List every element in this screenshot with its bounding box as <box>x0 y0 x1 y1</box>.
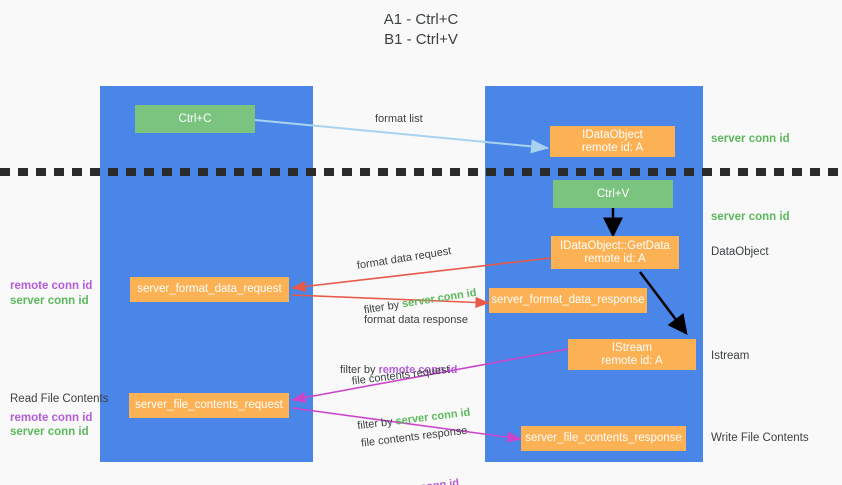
box-server-format-data-request-label: server_format_data_request <box>137 283 282 295</box>
box-server-format-data-response-label: server_format_data_response <box>491 294 645 306</box>
title-line-2: B1 - Ctrl+V <box>384 31 458 48</box>
left-label-remote-conn-id-1: remote conn id <box>10 280 93 292</box>
box-ctrl-v-label: Ctrl+V <box>596 187 630 200</box>
right-label-istream: Istream <box>711 350 750 362</box>
box-getdata-line1: IDataObject::GetData <box>560 239 670 252</box>
box-istream-line1: IStream <box>611 341 653 354</box>
filter-value: remote conn id <box>380 477 460 485</box>
box-istream-line2: remote id: A <box>601 354 663 367</box>
edge-label-format-data-response-text: format data response <box>364 314 468 326</box>
box-idataobject-line2: remote id: A <box>581 141 644 154</box>
filter-value: remote conn id <box>378 364 458 376</box>
right-label-dataobject: DataObject <box>711 246 769 258</box>
box-server-file-contents-request[interactable]: server_file_contents_request <box>129 393 289 418</box>
left-label-server-conn-id-2: server conn id <box>10 426 89 438</box>
title-line-1: A1 - Ctrl+C <box>383 11 459 28</box>
box-ctrl-v[interactable]: Ctrl+V <box>553 180 673 208</box>
box-getdata-line2: remote id: A <box>584 252 646 265</box>
edge-label-format-data-request-text: format data request <box>356 245 453 272</box>
edge-label-format-list: format list <box>375 113 423 125</box>
edge-label-file-contents-response: file contents response filter by remote … <box>357 394 479 485</box>
left-label-read-file-contents: Read File Contents <box>10 393 109 405</box>
filter-prefix: filter by <box>340 364 379 376</box>
edge-label-file-contents-response-text: file contents response <box>360 424 469 450</box>
box-ctrl-c[interactable]: Ctrl+C <box>135 105 255 133</box>
box-istream[interactable]: IStream remote id: A <box>568 339 696 370</box>
right-label-write-file-contents: Write File Contents <box>711 432 809 444</box>
box-idataobject-getdata[interactable]: IDataObject::GetData remote id: A <box>551 236 679 269</box>
divider-dashed-line <box>0 168 842 176</box>
box-server-file-contents-response-label: server_file_contents_response <box>525 432 682 444</box>
edge-label-format-data-response: format data response filter by remote co… <box>340 283 468 408</box>
box-server-file-contents-request-label: server_file_contents_request <box>135 399 283 411</box>
box-ctrl-c-label: Ctrl+C <box>178 112 212 125</box>
box-server-file-contents-response[interactable]: server_file_contents_response <box>521 426 686 451</box>
edge-label-file-contents-request-text: file contents request <box>351 363 451 388</box>
left-label-server-conn-id-1: server conn id <box>10 295 89 307</box>
page-title: A1 - Ctrl+C B1 - Ctrl+V <box>0 10 842 50</box>
right-label-server-conn-id-1: server conn id <box>711 133 790 145</box>
right-label-server-conn-id-2: server conn id <box>711 211 790 223</box>
edge-label-format-data-response-filter: filter by remote conn id <box>340 363 468 378</box>
box-idataobject-line1: IDataObject <box>582 128 643 141</box>
box-server-format-data-request[interactable]: server_format_data_request <box>130 277 289 302</box>
box-idataobject[interactable]: IDataObject remote id: A <box>550 126 675 157</box>
left-label-remote-conn-id-2: remote conn id <box>10 412 93 424</box>
edge-label-file-contents-response-filter: filter by remote conn id <box>342 474 475 485</box>
box-server-format-data-response[interactable]: server_format_data_response <box>489 288 647 313</box>
